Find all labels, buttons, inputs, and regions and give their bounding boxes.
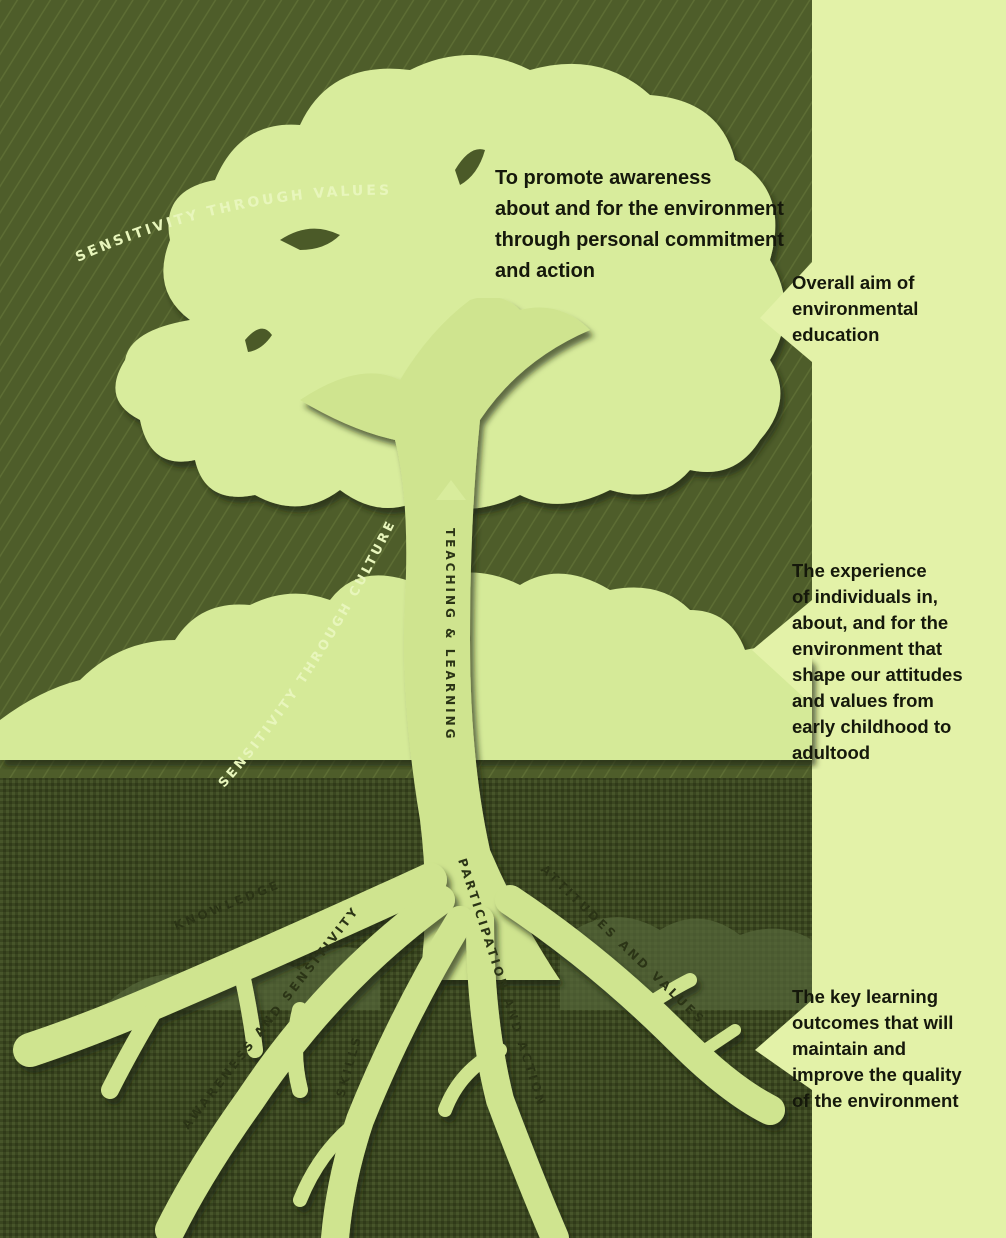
aim-line: To promote awareness (495, 163, 825, 194)
label-line: of individuals in, (792, 584, 1006, 610)
label-line: of the environment (792, 1088, 1006, 1114)
label-line: The key learning (792, 984, 1006, 1010)
label-line: The experience (792, 558, 1006, 584)
label-line: Overall aim of (792, 270, 1006, 296)
overall-aim-label: Overall aim of environmental education (792, 270, 1006, 348)
label-line: environmental (792, 296, 1006, 322)
aim-line: and action (495, 256, 825, 287)
aim-line: about and for the environment (495, 194, 825, 225)
label-line: education (792, 322, 1006, 348)
label-line: maintain and (792, 1036, 1006, 1062)
label-line: about, and for the (792, 610, 1006, 636)
label-line: early childhood to (792, 714, 1006, 740)
outcomes-label: The key learning outcomes that will main… (792, 984, 1006, 1114)
aim-text: To promote awareness about and for the e… (495, 163, 825, 287)
aim-line: through personal commitment (495, 225, 825, 256)
label-line: adultood (792, 740, 1006, 766)
label-line: shape our attitudes (792, 662, 1006, 688)
label-line: improve the quality (792, 1062, 1006, 1088)
label-line: outcomes that will (792, 1010, 1006, 1036)
label-teaching-learning: TEACHING & LEARNING (443, 528, 457, 741)
label-line: and values from (792, 688, 1006, 714)
experience-label: The experience of individuals in, about,… (792, 558, 1006, 766)
label-line: environment that (792, 636, 1006, 662)
